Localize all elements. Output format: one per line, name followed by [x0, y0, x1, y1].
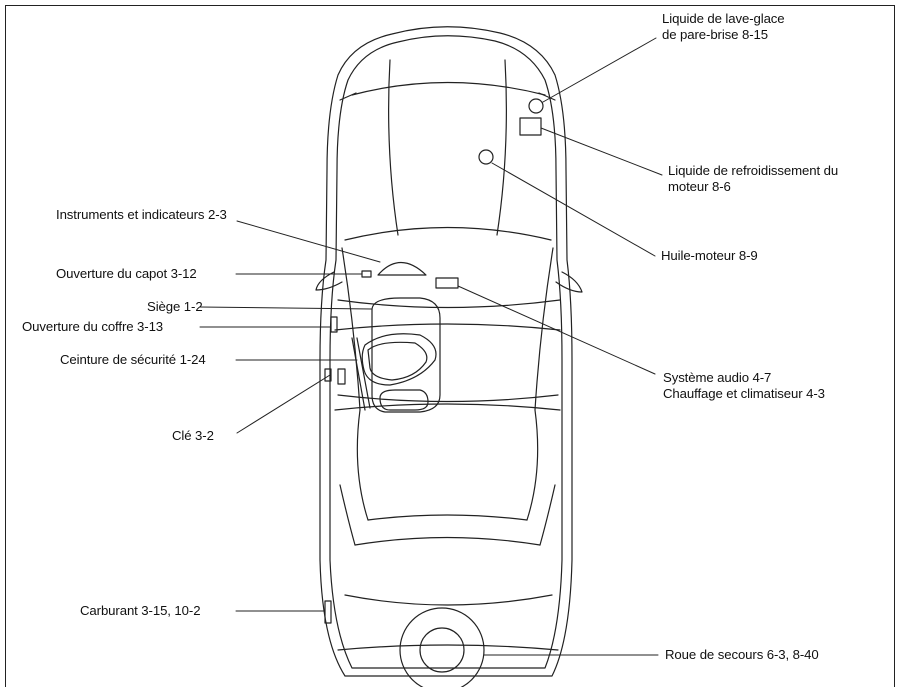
seat-belt [351, 337, 371, 411]
engine-oil-cap [478, 149, 494, 165]
fuel-door [324, 600, 332, 624]
washer-fluid-line2: de pare-brise 8-15 [662, 27, 768, 42]
coolant-line2: moteur 8-6 [668, 179, 731, 194]
hood-outline [339, 59, 556, 241]
audio-line2: Chauffage et climatiseur 4-3 [663, 386, 825, 401]
label-seat-belt: Ceinture de sécurité 1-24 [60, 352, 206, 367]
audio-unit [435, 277, 459, 289]
washer-fluid-line1: Liquide de lave-glace [662, 11, 785, 26]
car-body-outline [319, 26, 573, 677]
driver-seat [361, 297, 441, 413]
label-washer-fluid: Liquide de lave-glace de pare-brise 8-15 [662, 11, 785, 43]
side-mirrors [315, 271, 583, 293]
label-coolant: Liquide de refroidissement du moteur 8-6 [668, 163, 838, 195]
audio-line1: Système audio 4-7 [663, 370, 772, 385]
label-engine-oil: Huile-moteur 8-9 [661, 248, 758, 263]
label-hood-release: Ouverture du capot 3-12 [56, 266, 197, 281]
cabin-outline [334, 247, 561, 546]
trunk-outline [337, 594, 559, 651]
key-cylinder [337, 368, 346, 385]
washer-fluid-reservoir [528, 98, 544, 114]
instrument-cluster [377, 261, 427, 276]
label-trunk-release: Ouverture du coffre 3-13 [22, 319, 164, 334]
label-seat: Siège 1-2 [147, 299, 203, 314]
coolant-reservoir [519, 117, 542, 136]
trunk-release [330, 316, 338, 333]
hood-release-lever [361, 270, 372, 278]
diagram-frame [5, 5, 895, 687]
label-audio: Système audio 4-7 Chauffage et climatise… [663, 370, 825, 402]
label-key: Clé 3-2 [172, 428, 214, 443]
leader-lines [199, 37, 663, 656]
coolant-line1: Liquide de refroidissement du [668, 163, 839, 178]
key-slot [324, 368, 332, 382]
label-fuel: Carburant 3-15, 10-2 [80, 603, 201, 618]
label-instruments: Instruments et indicateurs 2-3 [56, 207, 227, 222]
spare-tire [399, 607, 485, 687]
label-spare-tire: Roue de secours 6-3, 8-40 [665, 647, 819, 662]
